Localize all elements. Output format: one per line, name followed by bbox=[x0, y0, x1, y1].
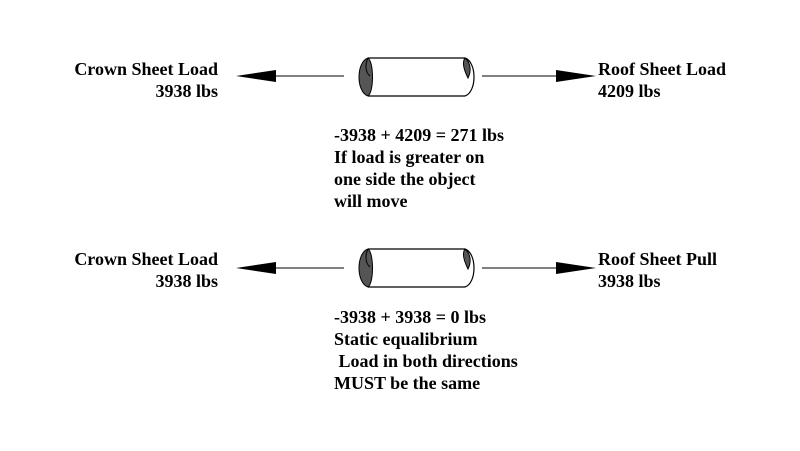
diagram-1-left-label: Crown Sheet Load bbox=[74, 59, 218, 79]
diagram-2-left-value: 3938 lbs bbox=[155, 271, 218, 291]
left-arrow-icon bbox=[236, 70, 344, 82]
diagram-2-left-label-block: Crown Sheet Load 3938 lbs bbox=[20, 248, 218, 292]
right-arrow-icon bbox=[482, 70, 596, 82]
diagram-1-left-label-block: Crown Sheet Load 3938 lbs bbox=[20, 58, 218, 102]
left-arrow-icon bbox=[236, 262, 344, 274]
right-arrow-icon bbox=[482, 262, 596, 274]
diagram-2-graphics bbox=[236, 248, 596, 288]
diagram-1-note-line: -3938 + 4209 = 271 lbs bbox=[334, 125, 505, 145]
diagram-1-note: -3938 + 4209 = 271 lbs If load is greate… bbox=[334, 124, 504, 212]
diagram-1-graphics bbox=[236, 57, 596, 97]
cylinder-icon bbox=[358, 248, 475, 288]
diagram-1-note-line: one side the object bbox=[334, 169, 476, 189]
diagram-1-left-value: 3938 lbs bbox=[155, 81, 218, 101]
diagram-2-note-line: Static equalibrium bbox=[334, 329, 478, 349]
diagram-2-right-label: Roof Sheet Pull bbox=[598, 249, 717, 269]
diagram-2-note-line: Load in both directions bbox=[334, 351, 518, 371]
diagram-1-right-label: Roof Sheet Load bbox=[598, 59, 727, 79]
cylinder-icon bbox=[358, 57, 475, 97]
diagram-2-note-line: MUST be the same bbox=[334, 373, 481, 393]
diagram-2-right-label-block: Roof Sheet Pull 3938 lbs bbox=[598, 248, 717, 292]
diagram-1-note-line: will move bbox=[334, 191, 408, 211]
diagram-1-right-label-block: Roof Sheet Load 4209 lbs bbox=[598, 58, 726, 102]
diagram-2-right-value: 3938 lbs bbox=[598, 271, 661, 291]
diagram-2-left-label: Crown Sheet Load bbox=[74, 249, 218, 269]
diagram-1-right-value: 4209 lbs bbox=[598, 81, 661, 101]
diagram-1-note-line: If load is greater on bbox=[334, 147, 485, 167]
diagram-2-note-line: -3938 + 3938 = 0 lbs bbox=[334, 307, 487, 327]
diagram-2-note: -3938 + 3938 = 0 lbs Static equalibrium … bbox=[334, 306, 518, 394]
